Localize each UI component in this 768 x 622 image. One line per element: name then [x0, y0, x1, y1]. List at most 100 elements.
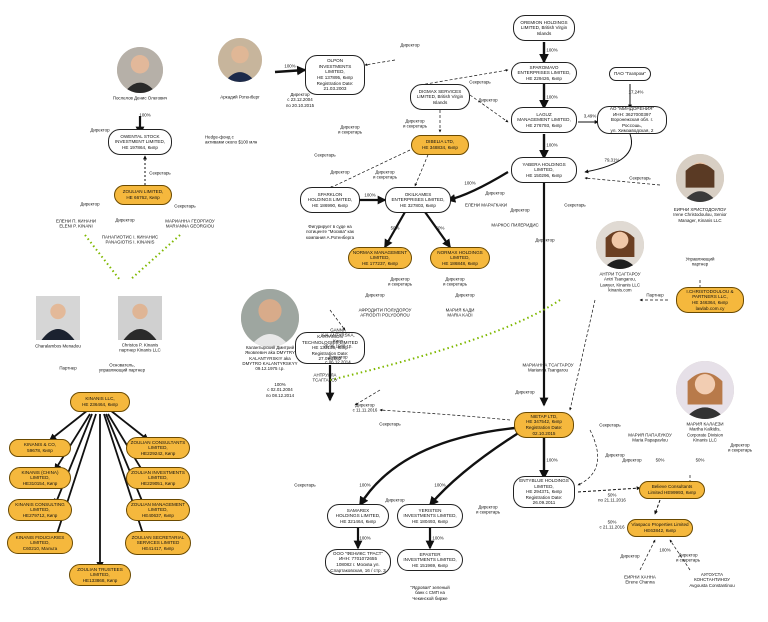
sparomavo-node: SPAROMAVO ENTERPRISES LIMITED, HE 229426…: [511, 62, 577, 84]
label-partner-tsiag: Партнер: [646, 292, 664, 298]
label-digmax-dir2: Директор: [478, 97, 498, 103]
yeristen-node: YERISTEN INVESTMENTS LIMITED, HE 180493,…: [397, 504, 463, 528]
edge-dir-16: [639, 539, 656, 571]
zoulian-investments-node: ZOULIAN INVESTMENTS LIMITED, HE229051, К…: [126, 467, 190, 489]
oental-node: OWENTAL STOCK INVESTMENT LIMITED, HE 197…: [108, 129, 172, 155]
hristodoulou-label: ЕИРНИ ХРИСТОДОУЛОУ Irene Christodoulou, …: [673, 207, 727, 223]
label-dir-2016: Директор с 11.11.2016: [352, 402, 378, 413]
label-pct-34: 3,49%: [583, 113, 597, 119]
rotenberg-photo: [218, 38, 262, 82]
hristodoulou-photo: [676, 154, 724, 202]
samarex-node: SAMAREX HOLDINGS LIMITED, HE 321464, Кип…: [327, 504, 389, 528]
label-believe-dir: Директор: [622, 457, 642, 463]
label-poslelov-pct: 100%: [139, 112, 151, 118]
sparklon-node: SPARKLON HOLDINGS LIMITED, HE 186990, Ки…: [300, 187, 360, 213]
digmax-node: DIGMAX SERVICES LIMITED, British Virgin …: [410, 84, 470, 110]
label-yabera-sec: Секретарь: [564, 202, 586, 208]
kalantyrsky-label: Калантырский Дмитрий Яковлевич aka DMYTR…: [242, 344, 298, 371]
normax-holdings-node: NORMAX HOLDINGS LIMITED, HE 186848, Кипр: [430, 247, 490, 269]
dotted-link-1: [84, 234, 121, 281]
label-normax-pct2: 50%: [435, 225, 445, 231]
edge-dir-6: [414, 149, 431, 187]
label-nietap-sec: Секретарь: [599, 422, 621, 428]
label-okil-dir-sec: Директор и секретарь: [372, 169, 398, 180]
edge-kinanis-zmgmt: [105, 413, 147, 510]
christodoulou-node: I.CHRISTODOULOU & PARTNERS LLC, HE 34636…: [676, 287, 744, 313]
label-dibelia-dir: Директор: [330, 169, 350, 175]
label-normax-pct1: 50%: [390, 225, 400, 231]
kaliasi-photo: [676, 361, 734, 419]
label-yardova: "Ядровая" зеленый банк с СМП на Чекинско…: [410, 585, 450, 601]
edge-dir-3: [469, 94, 509, 123]
nietap-node: NIETAP LTD, HE 347542, Кипр Registration…: [514, 412, 574, 438]
tsiagarou-photo: [596, 221, 644, 269]
edge-mindo-yabera: [584, 133, 632, 174]
label-olpon-dates: Директор с 23.12.2004 по 20.10.2015: [285, 92, 315, 108]
label-pct-79: 79,31%: [604, 157, 620, 163]
edge-kinanis-kconsult: [53, 413, 93, 507]
edge-dir-1: [364, 59, 396, 66]
kalantyrsky-photo: [241, 289, 299, 347]
label-believe-pct1: 50%: [655, 457, 665, 463]
label-sparomavo-pct: 100%: [546, 94, 558, 100]
label-eirini: ЕИРНИ ХАННА Eirene Channa: [624, 574, 656, 585]
label-founder-partner: Основатель, управляющий партнер: [98, 362, 146, 373]
label-dibelia-dir-sec: Директор и секретарь: [402, 118, 428, 129]
label-nietap-dir: Директор: [605, 452, 625, 458]
label-avgousta: АУГОУСТА КОНСТАНТИНОУ Avgousta Constanti…: [689, 572, 735, 588]
label-samarex-sec: Секретарь: [294, 482, 316, 488]
label-samarex-pct2: 100%: [359, 535, 371, 541]
label-yeristen-dir-sec: Директор и секретарь: [475, 504, 501, 515]
zoulian-secretarial-node: ZOULIAN SECRETARIAL SERVICES LIMITED HE4…: [125, 531, 191, 555]
label-sparklon-pct: 100%: [364, 192, 376, 198]
christos-photo: [118, 296, 162, 340]
label-maria-kadi: МАРИЯ КАДИ MARIA KADI: [445, 307, 475, 318]
zoulian-consultants-node: ZOULIAN CONSULTANTS LIMITED, HE229242, К…: [126, 437, 190, 459]
label-vlaspaco-pct: 100%: [659, 547, 671, 553]
normax-mgmt-node: NORMAX MANAGEMENT LIMITED, HE 177237, Ки…: [348, 247, 412, 269]
label-normax-dir-sec: Директор и секретарь: [387, 276, 413, 287]
epaster-node: EPASTER INVESTMENTS LIMITED, HE 151969, …: [397, 549, 463, 571]
kinanis-co-node: KINANIS & CO, 59678, Кипр: [9, 439, 71, 457]
label-pct-50-from: 50% с 21.11.2016: [599, 519, 625, 530]
edge-kinanis-kchina: [54, 413, 91, 472]
label-samarex-pct: 100%: [359, 482, 371, 488]
label-believe-pct2: 50%: [695, 457, 705, 463]
label-oremion-pct: 100%: [546, 47, 558, 53]
edge-okilkames-normaxh: [424, 211, 451, 249]
label-yeristen-pct2: 100%: [432, 535, 444, 541]
label-pct-rotenberg: 100%: [284, 63, 296, 69]
label-yabera-dir3: Директор: [535, 237, 555, 243]
kinanis-consulting-node: KINANIS CONSULTING LIMITED, HE279712, Ки…: [8, 499, 72, 521]
laguz-node: LAGUZ MANAGEMENT LIMITED, HE 276793, Кип…: [511, 107, 577, 133]
christos-label: Christos P. Kinanis партнер Kinanis LLC: [119, 342, 161, 353]
dibelia-node: DIBELIA LTD, HE 348834, Кипр: [411, 135, 469, 155]
edge-believe-vlaspaco: [654, 499, 661, 515]
label-maria-pap: МАРИЯ ПАПАЛУКОУ Maria Papapavlou: [628, 432, 672, 443]
okilkames-node: OKILKAMES ENTERPRISES LIMITED, HE 327803…: [385, 187, 451, 213]
edge-dir-8: [569, 299, 596, 411]
label-normax-dir2: Директор: [455, 292, 475, 298]
label-zoulian-dir1: Директор: [80, 201, 100, 207]
charalambos-label: Charalambos Menadou: [35, 343, 81, 349]
label-zoulian-sec: Секретарь: [149, 170, 171, 176]
kartamon-node: KARTAMON TECHNOLOGIES LIMITED HE 133136,…: [295, 332, 365, 364]
poslelov-photo: [117, 47, 163, 93]
zoulian-node: ZOULIAN LIMITED, HE 66762, Кипр: [114, 185, 172, 205]
vlaspaco-node: Vlaspaco Properties Limited HE63842, Кип…: [627, 519, 693, 537]
edge-dir-7: [584, 176, 661, 186]
label-dibelia-sec: Секретарь: [314, 152, 336, 158]
label-ganna-dir: Директор с 06.12.2014: [325, 354, 351, 365]
label-hristo-sec: Секретарь: [629, 175, 651, 181]
edge-kinanis-kco: [49, 409, 89, 441]
edge-kinanis-zconsult: [109, 409, 149, 441]
yabera-node: YABERA HOLDINGS LIMITED, HE 150296, Кипр: [511, 157, 577, 183]
label-afrodity: АФРОДИТИ ПОЛУДОРОУ AFRODITI POLYDOROU: [358, 307, 412, 318]
edge-nietap-yeristen: [428, 430, 521, 507]
edge-entyblue-believe: [577, 486, 641, 493]
label-laguz-pct: 100%: [546, 142, 558, 148]
label-vlaspaco-dir: Директор: [620, 553, 640, 559]
kinanis-fiduciaries-node: KINANIS FIDUCIARIES LIMITED, C60210, Мал…: [7, 532, 73, 554]
edge-okilkames-normaxm: [384, 211, 406, 249]
